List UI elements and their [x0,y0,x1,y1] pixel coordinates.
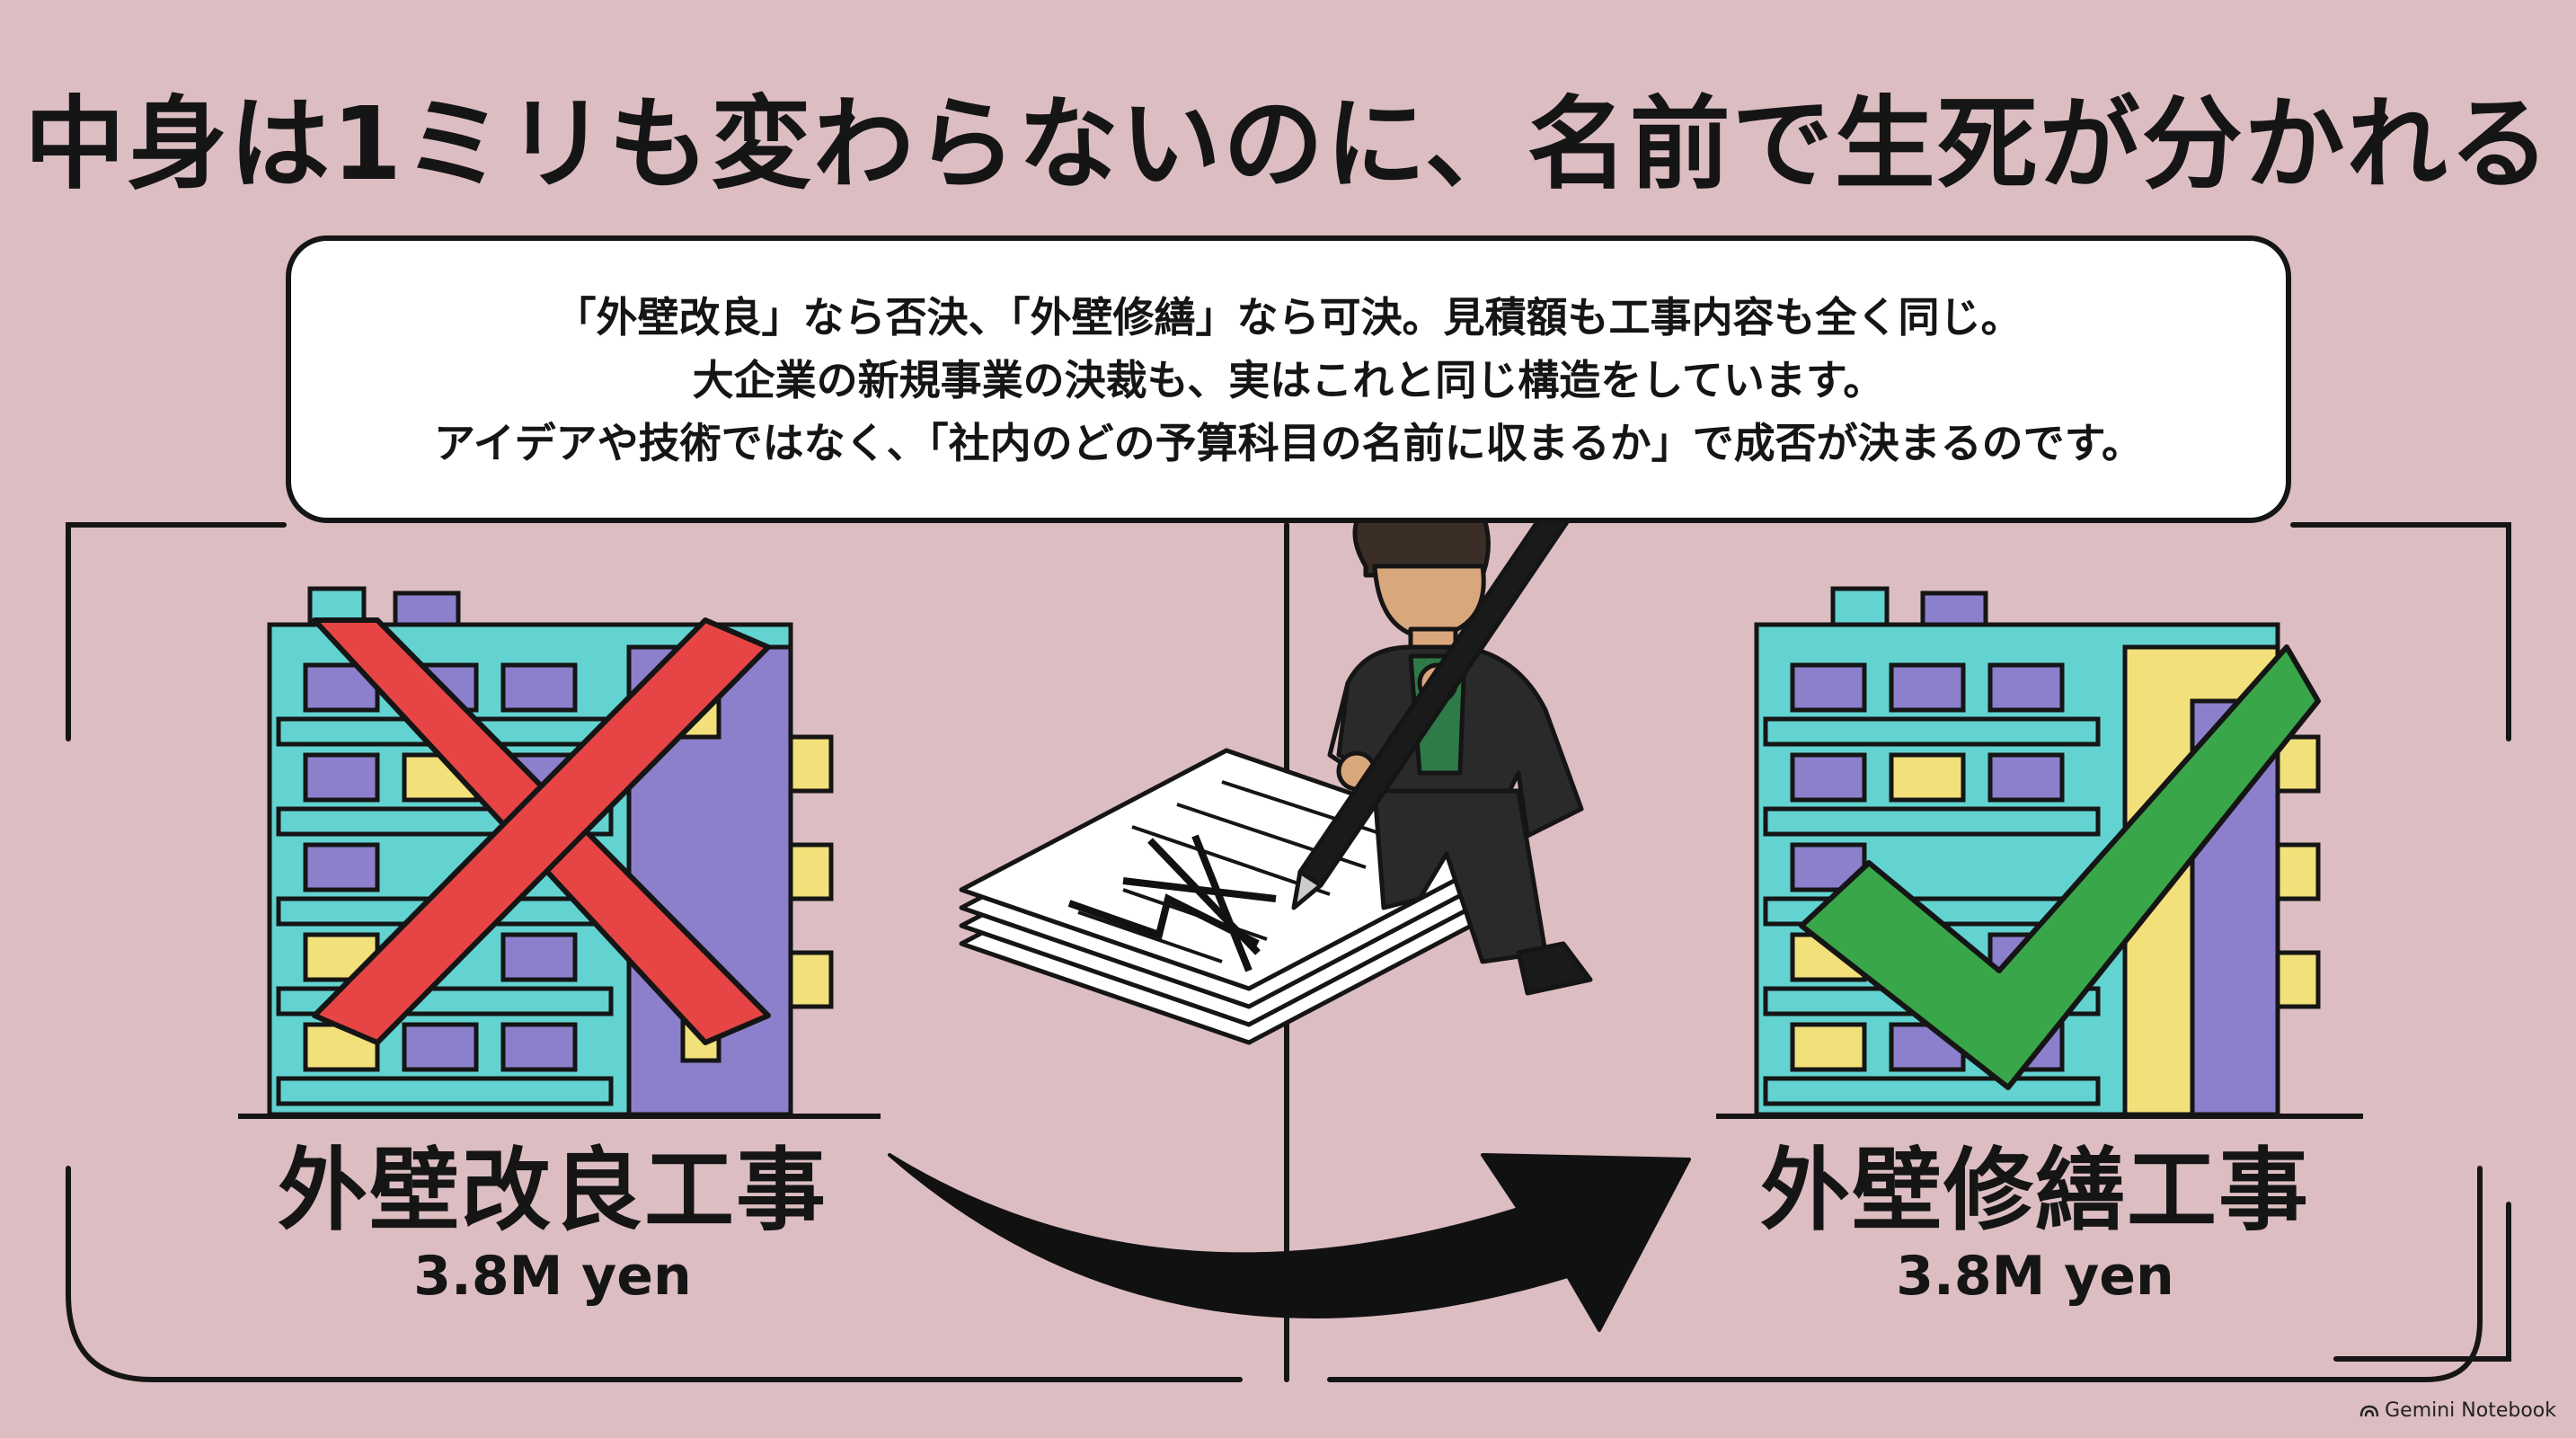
bubble-line-3: アイデアや技術ではなく、「社内のどの予算科目の名前に収まるか」で成否が決まるので… [433,419,2144,467]
left-project-price: 3.8M yen [413,1245,692,1308]
green-check-icon [1799,644,2321,1090]
headline: 中身は1ミリも変わらないのに、名前で生死が分かれる [24,86,2552,203]
arrow-icon [888,1153,1691,1332]
watermark: Gemini Notebook [2359,1399,2556,1422]
watermark-text: Gemini Notebook [2385,1399,2556,1422]
red-x-icon [312,617,771,1045]
right-caption: 外壁修繕工事 3.8M yen [1667,1141,2403,1312]
bubble-line-2: 大企業の新規事業の決裁も、実はこれと同じ構造をしています。 [692,356,1885,404]
notebook-logo-icon [2359,1405,2379,1416]
right-project-name: 外壁修繕工事 [1760,1138,2310,1243]
bubble-line-1: 「外壁改良」なら否決、「外壁修繕」なら可決。見積額も工事内容も全く同じ。 [554,293,2023,342]
scribble-icon [1067,834,1277,972]
left-project-name: 外壁改良工事 [278,1138,828,1243]
left-caption: 外壁改良工事 3.8M yen [184,1141,921,1312]
right-project-price: 3.8M yen [1896,1245,2174,1308]
explanation-bubble: 「外壁改良」なら否決、「外壁修繕」なら可決。見積額も工事内容も全く同じ。 大企業… [286,235,2291,523]
